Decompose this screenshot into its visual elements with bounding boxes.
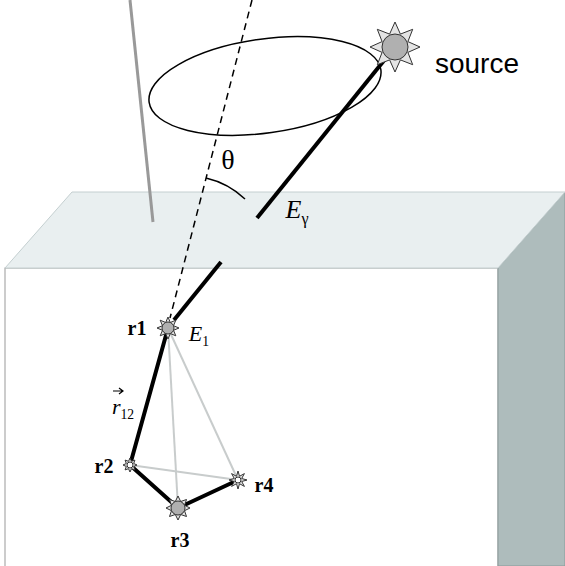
vector-arrow xyxy=(112,387,124,395)
energy-label: Eγ xyxy=(285,197,308,227)
alt-path xyxy=(168,328,178,508)
burst-core xyxy=(382,34,408,60)
point-label: r1 xyxy=(128,318,147,338)
point-label: r2 xyxy=(95,456,114,476)
angle-label: θ xyxy=(221,146,234,174)
gamma-ray xyxy=(257,58,386,218)
burst-core xyxy=(162,322,174,334)
vector-label: r12 xyxy=(112,396,134,421)
vector-arrow-path xyxy=(113,388,123,394)
burst-symbol xyxy=(157,317,179,339)
source-label: source xyxy=(435,50,519,78)
burst-rays xyxy=(157,317,179,339)
burst-rays xyxy=(229,471,247,489)
burst-rays xyxy=(166,496,190,520)
interaction-points xyxy=(123,22,420,520)
cone-axis xyxy=(170,0,252,318)
compton-cone-ellipse xyxy=(143,23,388,149)
energy-label: E1 xyxy=(189,323,209,348)
burst-symbol xyxy=(166,496,190,520)
gamma-ray-inside xyxy=(174,262,221,320)
burst-core xyxy=(235,477,241,483)
point-label: r3 xyxy=(171,530,190,550)
burst-symbol xyxy=(370,22,420,72)
burst-core xyxy=(171,501,185,515)
scatter-path xyxy=(130,328,238,508)
reference-line xyxy=(130,0,153,222)
alt-path xyxy=(168,328,238,480)
block-front-face xyxy=(5,268,498,566)
burst-symbol xyxy=(229,471,247,489)
burst-rays xyxy=(123,458,137,472)
burst-core xyxy=(127,462,133,468)
burst-rays xyxy=(370,22,420,72)
point-label: r4 xyxy=(255,475,274,495)
angle-arc xyxy=(206,178,245,199)
block-top-face xyxy=(5,192,565,268)
burst-symbol xyxy=(123,458,137,472)
